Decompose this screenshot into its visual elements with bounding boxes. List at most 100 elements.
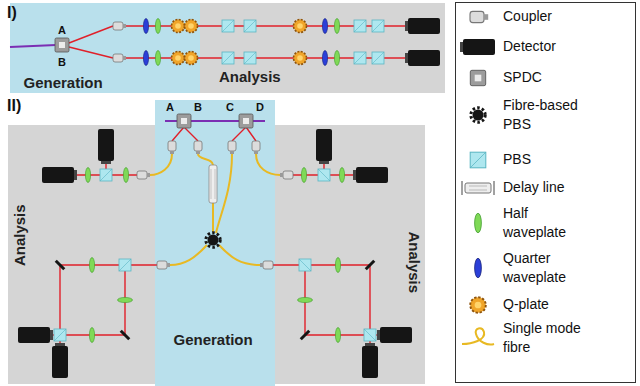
single-mode-fibre	[170, 245, 207, 265]
setup-one-optics	[155, 51, 160, 66]
setup-two-source	[252, 141, 260, 154]
setup-one-optics	[172, 52, 185, 65]
single-mode-fibre	[150, 154, 172, 175]
analysis-optics	[55, 260, 66, 271]
setup-one-optics	[185, 20, 198, 33]
legend-entry: Q-plate	[503, 295, 587, 315]
panel-title: Analysis	[406, 231, 423, 293]
delay-line-symbol	[462, 181, 463, 195]
analysis-optics	[53, 265, 157, 343]
port-label: A	[58, 24, 66, 37]
setup-one-optics	[322, 51, 327, 66]
single-mode-fibre	[150, 154, 280, 265]
fibre-symbol	[462, 328, 494, 344]
delay-line-symbol	[209, 165, 217, 203]
analysis-optics	[54, 329, 66, 341]
analysis-optics	[18, 129, 170, 378]
legend-icons	[470, 297, 486, 313]
legend-entry: Delay line	[503, 178, 587, 198]
port-label: A	[166, 101, 174, 114]
setup-two-source	[172, 127, 256, 141]
setup-one-optics	[172, 20, 185, 33]
panel-number: II)	[7, 97, 21, 115]
legend-text: Q-plate	[503, 295, 587, 315]
port-label: B	[58, 56, 66, 69]
panel-number: I)	[7, 4, 17, 22]
port-label: B	[194, 101, 202, 114]
legend-icons	[470, 152, 486, 168]
setup-one-optics	[354, 52, 366, 64]
legend-text: Detector	[503, 37, 587, 57]
legend-text: PBS	[503, 150, 587, 170]
setup-two-source	[239, 114, 253, 128]
port-label: D	[256, 101, 264, 114]
panel-title: Analysis	[219, 69, 281, 86]
analysis-panel: Analysis	[8, 125, 155, 384]
analysis-optics	[52, 343, 68, 378]
setup-one-optics	[113, 22, 126, 30]
setup-one-optics	[143, 19, 148, 34]
setup-one-optics	[372, 52, 384, 64]
legend-entry: Detector	[503, 37, 587, 57]
analysis-optics	[118, 297, 133, 302]
legend-text: Delay line	[503, 178, 587, 198]
legend-text: Single mode fibre	[503, 319, 587, 358]
setup-one-optics	[222, 52, 234, 64]
label-anchor: B	[194, 101, 202, 114]
single-mode-fibre	[198, 154, 213, 165]
analysis-optics	[157, 261, 170, 269]
setup-one-optics	[244, 20, 256, 32]
legend-text: Fibre-based PBS	[503, 96, 587, 135]
label-anchor: II)	[7, 97, 21, 115]
legend-text: Quarter waveplate	[503, 249, 587, 288]
setup-two-source	[168, 141, 176, 154]
analysis-optics	[85, 168, 90, 183]
analysis-optics	[119, 259, 131, 271]
label-anchor: I)	[7, 4, 17, 22]
single-mode-fibre	[256, 154, 280, 175]
setup-one-optics	[294, 20, 307, 33]
legend-entry: Half waveplate	[503, 204, 587, 243]
setup-two-source	[228, 141, 236, 154]
legend-entry: Fibre-based PBS	[503, 96, 587, 135]
legend-entry: SPDC	[503, 68, 587, 88]
setup-one-optics	[405, 50, 440, 66]
label-anchor: A	[58, 24, 66, 37]
legend-entry: PBS	[503, 150, 587, 170]
setup-one-optics	[10, 18, 440, 66]
single-mode-fibre	[216, 154, 232, 233]
legend-icons	[460, 39, 495, 55]
setup-one-optics	[113, 54, 126, 62]
single-mode-fibre	[212, 203, 214, 232]
analysis-panel: Analysis	[200, 3, 445, 93]
legend-entry: Quarter waveplate	[503, 249, 587, 288]
setup-two-source	[150, 114, 280, 265]
label-anchor: C	[226, 101, 234, 114]
legend-entry: Single mode fibre	[503, 319, 587, 358]
legend-text: Coupler	[503, 7, 587, 27]
delay-line-symbol	[465, 183, 491, 193]
delay-line-symbol	[469, 186, 487, 187]
legend-icons	[460, 11, 495, 344]
setup-one-optics	[185, 52, 198, 65]
legend-text: Half waveplate	[503, 204, 587, 243]
setup-one-optics	[294, 52, 307, 65]
label-anchor: A	[166, 101, 174, 114]
legend-icons	[475, 258, 482, 278]
analysis-panel: Analysis	[275, 125, 425, 384]
label-anchor: B	[58, 56, 66, 69]
setup-one-optics	[354, 20, 366, 32]
setup-one-optics	[322, 19, 327, 34]
legend-icons	[470, 11, 488, 22]
label-anchor: D	[256, 101, 264, 114]
legend-icons	[475, 213, 482, 233]
setup-one-optics	[69, 26, 113, 43]
legend-icons	[470, 70, 485, 85]
setup-one-optics	[405, 18, 440, 34]
setup-two-source	[206, 233, 220, 247]
legend-entry: Coupler	[503, 7, 587, 27]
setup-one-optics	[10, 45, 56, 47]
generation-panel: Generation	[10, 3, 200, 93]
analysis-optics	[42, 167, 77, 183]
analysis-optics	[98, 129, 114, 164]
